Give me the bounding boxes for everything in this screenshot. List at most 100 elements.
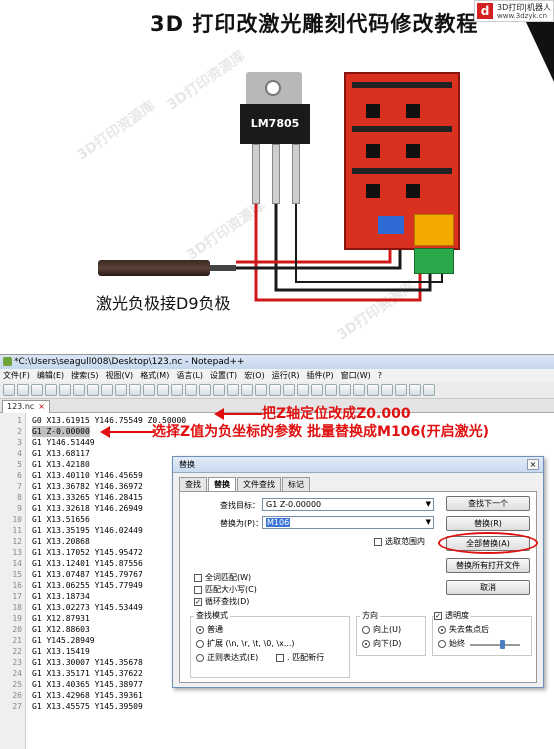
checkbox-box[interactable]: [374, 537, 382, 546]
zoom-out-icon[interactable]: [213, 384, 225, 396]
menu-language[interactable]: 语言(L): [176, 371, 204, 380]
show-all-chars-icon[interactable]: [269, 384, 281, 396]
save-icon[interactable]: [31, 384, 43, 396]
function-list-icon[interactable]: [325, 384, 337, 396]
print-icon[interactable]: [87, 384, 99, 396]
checkbox-box[interactable]: [194, 573, 202, 582]
replace-input[interactable]: M106 ▼: [262, 516, 434, 529]
play-macro-icon[interactable]: [381, 384, 393, 396]
wrap-around-checkbox[interactable]: ✓ 循环查找(D): [194, 596, 249, 607]
close-file-icon[interactable]: [59, 384, 71, 396]
find-input[interactable]: G1 Z-0.00000 ▼: [262, 498, 434, 511]
replace-button[interactable]: 替换(R): [446, 516, 530, 531]
menu-view[interactable]: 视图(V): [105, 371, 134, 380]
tab-find-in-files[interactable]: 文件查找: [237, 477, 281, 491]
tab-replace[interactable]: 替换: [208, 477, 236, 491]
radio-unselected[interactable]: [362, 625, 370, 634]
stop-macro-icon[interactable]: [367, 384, 379, 396]
record-macro-icon[interactable]: [353, 384, 365, 396]
transparency-slider-knob[interactable]: [500, 640, 505, 649]
menu-run[interactable]: 运行(R): [271, 371, 300, 380]
transparency-always-radio[interactable]: 始终: [438, 638, 465, 649]
menu-file[interactable]: 文件(F): [3, 371, 30, 380]
menu-settings[interactable]: 设置(T): [210, 371, 238, 380]
language-icon[interactable]: [297, 384, 309, 396]
close-all-icon[interactable]: [73, 384, 85, 396]
transparency-slider[interactable]: [470, 644, 520, 646]
match-case-checkbox[interactable]: 匹配大小写(C): [194, 584, 257, 595]
chevron-down-icon[interactable]: ▼: [425, 500, 431, 508]
new-file-icon[interactable]: [3, 384, 15, 396]
open-file-icon[interactable]: [17, 384, 29, 396]
run-macro-multiple-icon[interactable]: [395, 384, 407, 396]
dot-newline-checkbox[interactable]: . 匹配新行: [276, 652, 324, 663]
mode-normal-radio[interactable]: 普通: [196, 624, 223, 635]
folder-workspace-icon[interactable]: [339, 384, 351, 396]
mode-extended-radio[interactable]: 扩展 (\n, \r, \t, \0, \x...): [196, 638, 295, 649]
transparency-checkbox[interactable]: ✓ 透明度: [434, 610, 471, 621]
radio-selected[interactable]: [362, 639, 370, 648]
radio-selected[interactable]: [196, 625, 204, 634]
redo-icon[interactable]: [157, 384, 169, 396]
cut-icon[interactable]: [101, 384, 113, 396]
checkbox-box[interactable]: [276, 653, 284, 662]
find-icon[interactable]: [171, 384, 183, 396]
radio-unselected[interactable]: [196, 653, 204, 662]
checkbox-box-checked[interactable]: ✓: [194, 597, 202, 606]
menu-window[interactable]: 窗口(W): [340, 371, 371, 380]
save-macro-icon[interactable]: [409, 384, 421, 396]
spell-check-icon[interactable]: [423, 384, 435, 396]
dialog-close-icon[interactable]: ×: [527, 459, 539, 470]
find-next-button[interactable]: 查找下一个: [446, 496, 530, 511]
replace-icon[interactable]: [185, 384, 197, 396]
sync-h-scroll-icon[interactable]: [241, 384, 253, 396]
tab-close-icon[interactable]: ×: [38, 402, 45, 411]
direction-down-radio[interactable]: 向下(D): [362, 638, 401, 649]
tab-mark[interactable]: 标记: [282, 477, 310, 491]
copy-icon[interactable]: [115, 384, 127, 396]
paste-icon[interactable]: [129, 384, 141, 396]
save-all-icon[interactable]: [45, 384, 57, 396]
menu-edit[interactable]: 编辑(E): [36, 371, 65, 380]
tab-find[interactable]: 查找: [179, 477, 207, 491]
checkbox-box[interactable]: [194, 585, 202, 594]
tab-123-nc[interactable]: 123.nc×: [2, 400, 50, 413]
menu-help[interactable]: ?: [377, 371, 383, 380]
indent-guide-icon[interactable]: [283, 384, 295, 396]
doc-map-icon[interactable]: [311, 384, 323, 396]
radio-selected[interactable]: [438, 625, 446, 634]
menu-format[interactable]: 格式(M): [140, 371, 170, 380]
in-selection-checkbox[interactable]: 选取范围内: [374, 536, 425, 547]
direction-up-radio[interactable]: 向上(U): [362, 624, 401, 635]
menu-macro[interactable]: 宏(O): [244, 371, 265, 380]
zoom-in-icon[interactable]: [199, 384, 211, 396]
whole-word-checkbox[interactable]: 全词匹配(W): [194, 572, 251, 583]
cancel-button[interactable]: 取消: [446, 580, 530, 595]
word-wrap-icon[interactable]: [255, 384, 267, 396]
radio-unselected[interactable]: [196, 639, 204, 648]
